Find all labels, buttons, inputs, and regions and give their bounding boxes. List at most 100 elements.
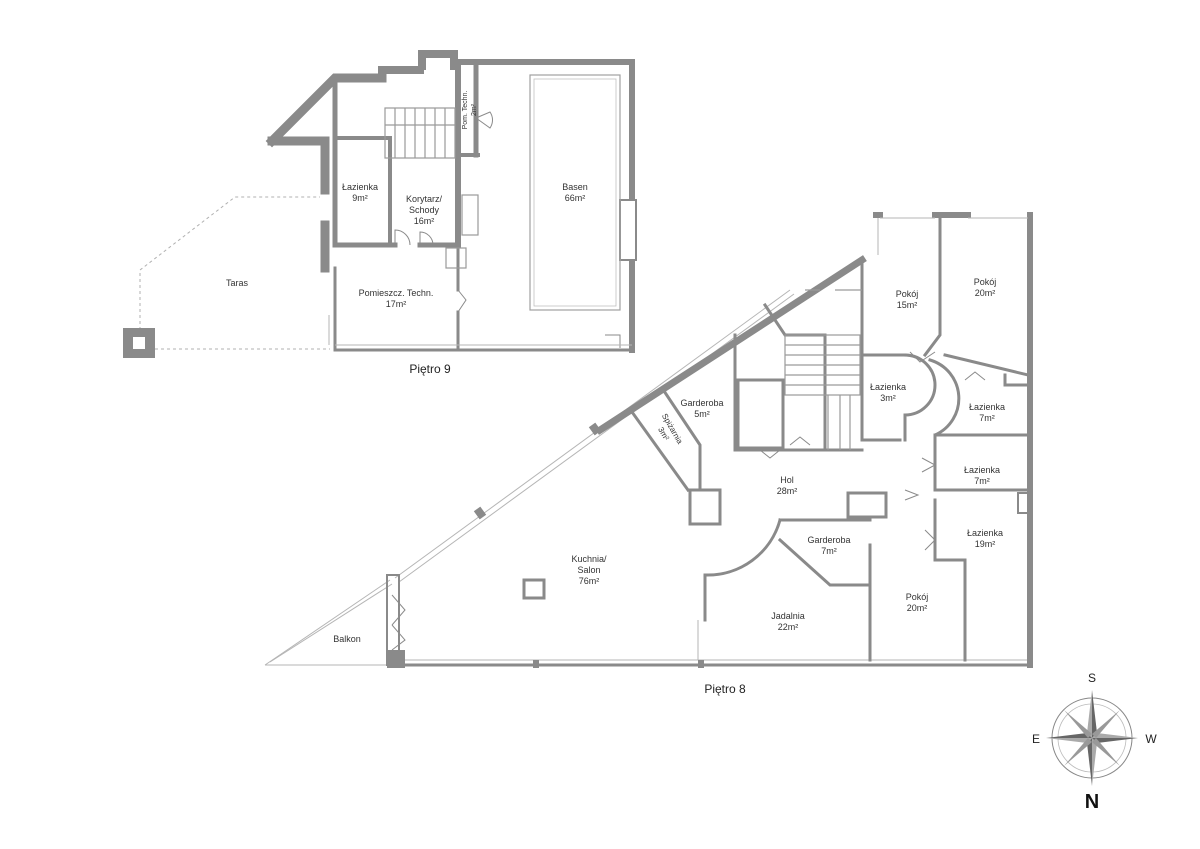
column-s2 [698,660,704,668]
room-name: Garderoba [807,535,850,545]
balcony-railing-inner [269,583,393,663]
door-corridor [419,231,434,246]
shaft-2 [461,194,479,236]
door-pokoj15 [909,351,936,363]
room-name: Pokój [906,592,929,602]
wall-bath7-curve [928,358,1030,437]
room-area: 66m² [565,193,586,203]
wall-hol-curve [703,518,782,577]
door-bath19 [924,529,936,551]
wall-nw-diagonal [265,73,387,148]
compass-label-right: W [1145,732,1157,746]
wall-stair-inner [762,302,827,452]
wall-bath19-west [933,498,967,662]
shaft [445,247,467,269]
column-kitchen [522,578,546,600]
room-name: Łazienka [342,182,378,192]
room-name: Korytarz/ [406,194,443,204]
balcony-railing [264,579,391,666]
chimney-hole [426,58,450,70]
compass-label-left: E [1032,732,1040,746]
wall-north-east [455,59,635,353]
stairs-lower [784,334,861,450]
column-diag-1 [473,506,487,520]
room-name: Pokój [896,289,919,299]
room-name: Pokój [974,277,997,287]
glass-wall-diagonal-inner [398,293,795,583]
room-name: Łazienka [969,402,1005,412]
wall-spizarnia-diag [629,409,691,493]
wall-north-step [378,66,424,82]
room-area: 17m² [386,299,407,309]
pool-outline [529,74,621,311]
column-s1 [533,660,539,668]
room-area: 22m² [778,622,799,632]
glass-wall-diagonal [394,289,791,579]
door-hol-east [904,489,920,501]
room-area: 7m² [979,413,995,423]
room-name: Jadalnia [771,611,805,621]
room-area: 19m² [975,539,996,549]
room-name: Hol [780,475,794,485]
wall-bath-inner [333,136,392,247]
compass-north-label: N [1085,791,1099,813]
room-area: 15m² [897,300,918,310]
door-bath7b [921,457,937,473]
room-name: Pom. Techn. [462,91,469,130]
room-name: Taras [226,278,249,288]
door-balcony-1 [391,594,406,626]
wall-pokoj15-west [860,258,902,442]
room-name: Łazienka [967,528,1003,538]
wall-pokoj20-bottom [943,353,1030,377]
wall-tech-room [333,266,634,352]
elevator [736,378,785,450]
door-stair [759,449,781,459]
wall-garderoba-diag [777,537,872,587]
terrace-railing [139,196,320,330]
wall-bath3-curve [903,353,937,442]
floor-label-lower: Piętro 8 [704,682,746,696]
door-balcony-2 [391,624,406,651]
door-tech-room [457,289,467,313]
room-area: 2m² [471,103,478,116]
room-area: 7m² [974,476,990,486]
room-name: Schody [409,205,440,215]
tech-small-label: Pom. Techn. 2m² [462,91,478,130]
room-area: 28m² [777,486,798,496]
wall-west-upper [267,136,330,195]
room-area: 9m² [352,193,368,203]
room-area: 20m² [907,603,928,613]
stairs-upper [384,107,456,159]
shaft-kitchen [688,488,722,526]
door-tech-small [474,111,494,129]
room-name: Łazienka [870,382,906,392]
terrace-column-hole [133,337,145,349]
room-name: Łazienka [964,465,1000,475]
room-area: 16m² [414,216,435,226]
wall-bath7-corner [1003,373,1030,387]
wall-pokoj-divider [922,213,942,358]
wall-garderoba5 [659,385,702,492]
room-area: 5m² [694,409,710,419]
room-name: Pomieszcz. Techn. [359,288,434,298]
column-sw [387,650,405,668]
shaft-hol [846,491,888,519]
room-name: Kuchnia/ [571,554,607,564]
room-name: Salon [577,565,600,575]
room-name: Garderoba [680,398,723,408]
column-diag-2 [588,422,602,436]
pool-inner [533,78,617,307]
door-elevator [789,436,811,446]
door-bath [394,229,411,246]
door-pool [605,334,621,348]
room-area: 3m² [880,393,896,403]
upper-floor-plan [123,50,637,358]
lower-floor-plan [264,212,1033,668]
room-area: 7m² [821,546,837,556]
shaft-bath19 [1017,492,1029,514]
wall-bath-west [332,77,398,248]
room-name: Basen [562,182,588,192]
window-east-9 [619,199,637,261]
compass-label-top: S [1088,671,1096,685]
